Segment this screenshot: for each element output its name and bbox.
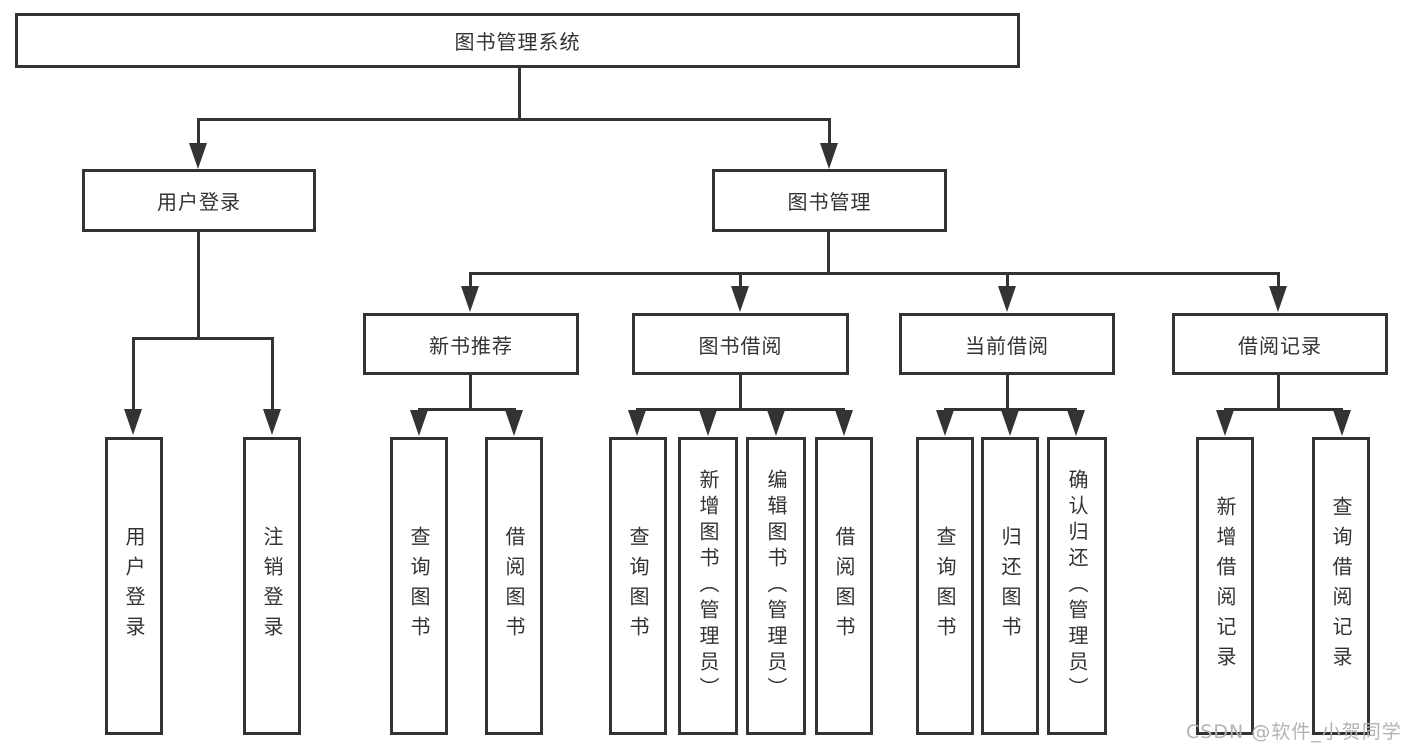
leaf-query-borrow-record: 查询借阅记录	[1312, 437, 1370, 735]
arrowhead-down-icon	[1001, 410, 1019, 436]
node-label: 用户登录	[157, 190, 241, 214]
arrowhead-down-icon	[1269, 286, 1287, 312]
arrowhead-down-icon	[699, 410, 717, 436]
arrowhead-down-icon	[767, 410, 785, 436]
arrowhead-down-icon	[124, 409, 142, 435]
leaf-label: 归还图书	[998, 526, 1022, 646]
leaf-confirm-return-admin: 确认归还（管理员）	[1047, 437, 1107, 735]
leaf-label: 查询借阅记录	[1329, 496, 1353, 676]
node-label: 图书借阅	[698, 333, 783, 358]
arrowhead-down-icon	[1216, 410, 1234, 436]
arrowhead-down-icon	[1333, 410, 1351, 436]
connector-root-stem	[518, 68, 521, 120]
leaf-label: 查询图书	[626, 526, 650, 646]
arrowhead-down-icon	[505, 410, 523, 436]
leaf-query-books-3: 查询图书	[916, 437, 974, 735]
connector-stem-book-borrow	[739, 272, 742, 288]
connector-stem-user-login	[197, 118, 200, 146]
leaf-query-books-2: 查询图书	[609, 437, 667, 735]
node-label: 借阅记录	[1238, 333, 1322, 358]
node-label: 新书推荐	[429, 333, 513, 358]
arrowhead-down-icon	[410, 410, 428, 436]
connector-stem-leaf-logout	[271, 337, 274, 411]
connector-book-borrow-bus	[636, 408, 845, 411]
connector-current-borrow-bus	[944, 408, 1077, 411]
leaf-label: 新增借阅记录	[1213, 496, 1237, 676]
arrowhead-down-icon	[628, 410, 646, 436]
leaf-borrow-books-2: 借阅图书	[815, 437, 873, 735]
node-user-login: 用户登录	[82, 169, 316, 232]
connector-borrow-record-stem	[1277, 375, 1280, 408]
node-current-borrowing: 当前借阅	[899, 313, 1115, 375]
connector-stem-leaf-user-login	[132, 337, 135, 411]
connector-stem-current-borrow	[1006, 272, 1009, 288]
leaf-borrow-books-1: 借阅图书	[485, 437, 543, 735]
connector-new-book-bus	[418, 408, 516, 411]
leaf-logout: 注销登录	[243, 437, 301, 735]
arrowhead-down-icon	[998, 286, 1016, 312]
arrowhead-down-icon	[1067, 410, 1085, 436]
leaf-edit-books-admin: 编辑图书（管理员）	[746, 437, 806, 735]
connector-stem-borrow-record	[1277, 272, 1280, 288]
leaf-label: 注销登录	[260, 526, 284, 646]
connector-stem-book-mgmt	[828, 118, 831, 146]
leaf-user-login: 用户登录	[105, 437, 163, 735]
leaf-label: 查询图书	[407, 526, 431, 646]
leaf-label: 查询图书	[933, 526, 957, 646]
leaf-add-borrow-record: 新增借阅记录	[1196, 437, 1254, 735]
arrowhead-down-icon	[835, 410, 853, 436]
leaf-return-books: 归还图书	[981, 437, 1039, 735]
arrowhead-down-icon	[461, 286, 479, 312]
leaf-label: 新增图书（管理员）	[696, 469, 720, 703]
leaf-label: 编辑图书（管理员）	[764, 469, 788, 703]
node-label: 图书管理	[787, 190, 872, 214]
arrowhead-down-icon	[936, 410, 954, 436]
connector-root-bus	[197, 118, 831, 121]
leaf-label: 确认归还（管理员）	[1065, 469, 1089, 703]
connector-user-login-stem	[197, 232, 200, 337]
node-label: 图书管理系统	[454, 30, 581, 54]
connector-stem-new-book-rec	[469, 272, 472, 288]
leaf-add-books-admin: 新增图书（管理员）	[678, 437, 738, 735]
arrowhead-down-icon	[189, 143, 207, 169]
arrowhead-down-icon	[731, 286, 749, 312]
arrowhead-down-icon	[820, 143, 838, 169]
connector-book-mgmt-stem	[827, 232, 830, 272]
connector-book-mgmt-bus	[469, 272, 1280, 275]
leaf-label: 借阅图书	[502, 526, 526, 646]
leaf-query-books-1: 查询图书	[390, 437, 448, 735]
leaf-label: 用户登录	[122, 526, 146, 646]
connector-user-login-bus	[132, 337, 274, 340]
leaf-label: 借阅图书	[832, 526, 856, 646]
csdn-watermark: CSDN @软件_小贺同学	[1186, 721, 1402, 743]
node-book-borrowing: 图书借阅	[632, 313, 849, 375]
connector-book-borrow-stem	[739, 375, 742, 408]
arrowhead-down-icon	[263, 409, 281, 435]
connector-borrow-record-bus	[1224, 408, 1343, 411]
node-book-management: 图书管理	[712, 169, 947, 232]
connector-current-borrow-stem	[1006, 375, 1009, 408]
node-new-book-recommend: 新书推荐	[363, 313, 579, 375]
node-label: 当前借阅	[965, 333, 1049, 358]
node-library-management-system: 图书管理系统	[15, 13, 1020, 68]
node-borrowing-records: 借阅记录	[1172, 313, 1388, 375]
connector-new-book-stem	[469, 375, 472, 408]
